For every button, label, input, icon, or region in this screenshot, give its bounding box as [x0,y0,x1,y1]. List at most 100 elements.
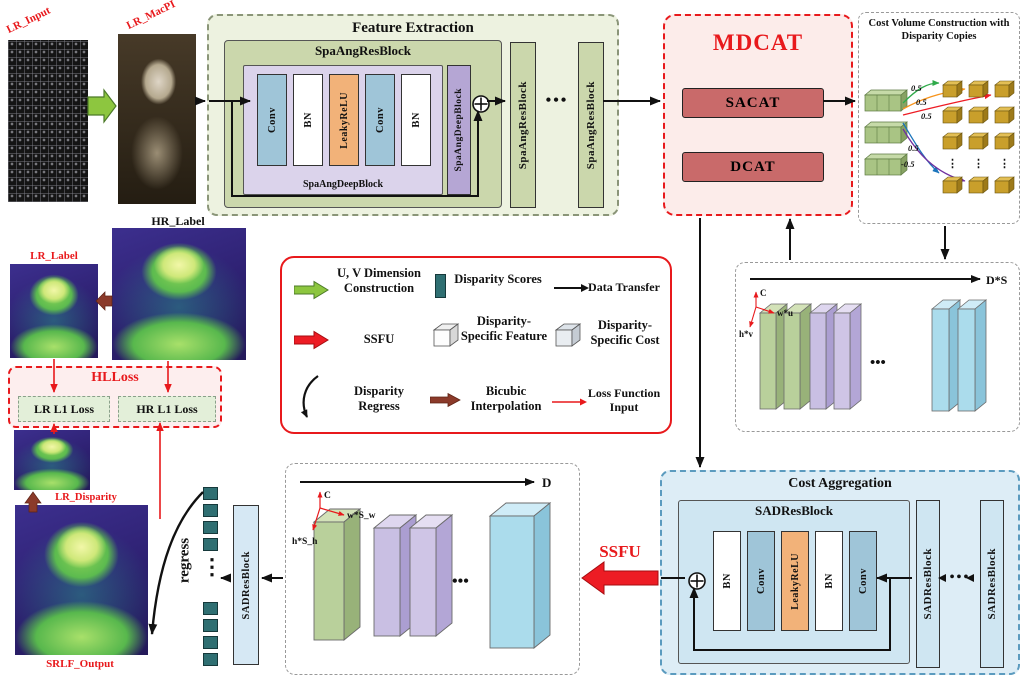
disparity-score-bar [203,653,218,666]
ds-axis-labels: C w*u h*v [739,288,793,339]
spaangresblock-bar: SpaAngResBlock [578,42,604,208]
ssfu-label: SSFU [599,542,641,561]
add-operator-icon [472,95,490,113]
svg-text:0.5: 0.5 [911,83,922,93]
sadresblock-bar: SADResBlock [916,500,940,668]
conv-layer-bar: Conv [747,531,775,631]
uv-construction-arrow-icon [294,280,329,300]
spaangresblock-container: SpaAngResBlock Conv BN LeakyReLU Conv BN… [224,40,502,208]
dcat-block: DCAT [682,152,824,182]
leakyrelu-layer-bar: LeakyReLU [329,74,359,166]
bicubic-arrow-hr-to-lr [95,291,113,311]
feature-extraction-title: Feature Extraction [352,20,474,36]
ellipsis-vertical: ⋮ [201,554,225,579]
lr-macpi-image [118,34,196,204]
disparity-feature-cube-icon [432,323,460,347]
ellipsis: ••• [545,92,569,109]
srlf-output-label: SRLF_Output [46,658,114,670]
disparity-score-bar [203,538,218,551]
conv-layer-bar: Conv [849,531,877,631]
lr-input-image [8,40,88,202]
sadresblock-container: SADResBlock BN Conv LeakyReLU BN Conv [678,500,910,664]
cost-volume-graphic: 0.5 0.5 0.5 0.5 -0.5 ⋮ ⋮ ⋮ [864,80,1015,194]
svg-text:-0.5: -0.5 [901,159,915,169]
svg-text:h*v: h*v [739,329,754,339]
ellipsis: ••• [452,573,469,590]
feature-extraction-panel: Feature Extraction SpaAngResBlock Conv B… [207,14,619,216]
legend-label: SSFU [363,332,395,346]
svg-text:0.5: 0.5 [916,97,927,107]
lr-macpi-label: LR_MacPI [124,0,178,33]
cost-volume-panel: Cost Volume Construction with Disparity … [858,12,1020,224]
cost-aggregation-panel: Cost Aggregation SADResBlock BN Conv Lea… [660,470,1020,675]
bn-layer-bar: BN [401,74,431,166]
legend-label: Disparity Scores [454,272,542,286]
mdcat-title: MDCAT [712,30,804,55]
disparity-score-bar [203,521,218,534]
bn-layer-bar: BN [815,531,843,631]
mdcat-panel: MDCAT SACAT DCAT [663,14,853,216]
spaangdeepblock-container: Conv BN LeakyReLU Conv BN SpaAngDeepBloc… [243,65,443,195]
disparity-score-bar [203,619,218,632]
lr-l1-loss-box: LR L1 Loss [18,396,110,422]
d-volume-graphic: D ••• C w*S_w h*S_h [292,475,552,649]
d-dim-label: D [542,475,551,490]
hr-label-image [112,228,246,360]
legend-panel: U, V Dimension Construction Disparity Sc… [280,256,672,434]
d-axis-gizmo [312,491,345,531]
bn-layer-bar: BN [293,74,323,166]
disparity-score-bar [203,636,218,649]
cost-cube-grid: ⋮ ⋮ ⋮ [942,80,1015,194]
disparity-regress-arrow-icon [300,375,319,418]
svg-text:h*S_h: h*S_h [292,537,318,547]
cost-volume-title-line1: Cost Volume Construction with [868,18,1010,29]
hlloss-title: HLLoss [91,370,139,385]
legend-label: U, V Dimension Construction [337,266,421,295]
svg-text:C: C [324,491,331,501]
lr-disparity-label: LR_Disparity [55,492,117,503]
ellipsis: ••• [870,355,886,371]
svg-text:C: C [760,288,767,298]
ds-volume-graphic: D*S ••• C w*u h*v [739,273,1008,412]
d-axis-labels: C w*S_w h*S_h [292,491,376,547]
svg-text:0.5: 0.5 [921,111,932,121]
conv-layer-bar: Conv [365,74,395,166]
ellipsis: ••• [949,570,971,585]
regress-label: regress [176,537,193,584]
spaangdeepblock-bar: SpaAngDeepBlock [447,65,471,195]
ssfu-arrow [581,561,659,595]
disparity-scores-icon [435,274,446,298]
sacat-block: SACAT [682,88,824,118]
disparity-score-bar [203,504,218,517]
disparity-score-bar [203,487,218,500]
sadresblock-bar: SADResBlock [980,500,1004,668]
ds-slab-stack [758,299,988,412]
cost-aggregation-title: Cost Aggregation [788,476,892,491]
legend-label: Data Transfer [588,280,660,294]
svg-text:⋮: ⋮ [999,158,1010,170]
conv-layer-bar: Conv [257,74,287,166]
svg-text:⋮: ⋮ [973,158,984,170]
ds-volume-panel: D*S ••• C w*u h*v [735,262,1020,432]
loss-function-arrow-icon [552,398,587,406]
lr-label-label: LR_Label [30,250,78,262]
hr-l1-loss-box: HR L1 Loss [118,396,216,422]
hr-label-label: HR_Label [151,214,205,228]
disparity-value-labels: 0.5 0.5 0.5 0.5 -0.5 [901,83,932,169]
legend-label: Loss Function Input [587,386,661,415]
d-volume-panel: D ••• C w*S_w h*S_h [285,463,580,675]
cost-volume-title-line2: Disparity Copies [901,31,977,42]
lr-disparity-image [14,430,90,490]
spaangresblock-bar: SpaAngResBlock [510,42,536,208]
bn-layer-bar: BN [713,531,741,631]
svg-text:⋮: ⋮ [947,158,958,170]
leakyrelu-layer-bar: LeakyReLU [781,531,809,631]
d-slab-stack [312,502,552,649]
legend-label: Disparity-Specific Feature [460,314,548,343]
legend-label: Disparity Regress [354,384,404,413]
hlloss-panel: HLLoss LR L1 Loss HR L1 Loss [8,366,222,428]
svg-text:w*S_w: w*S_w [347,511,376,521]
sadresblock-title: SADResBlock [754,503,833,518]
lr-input-label: LR_Input [4,4,53,36]
